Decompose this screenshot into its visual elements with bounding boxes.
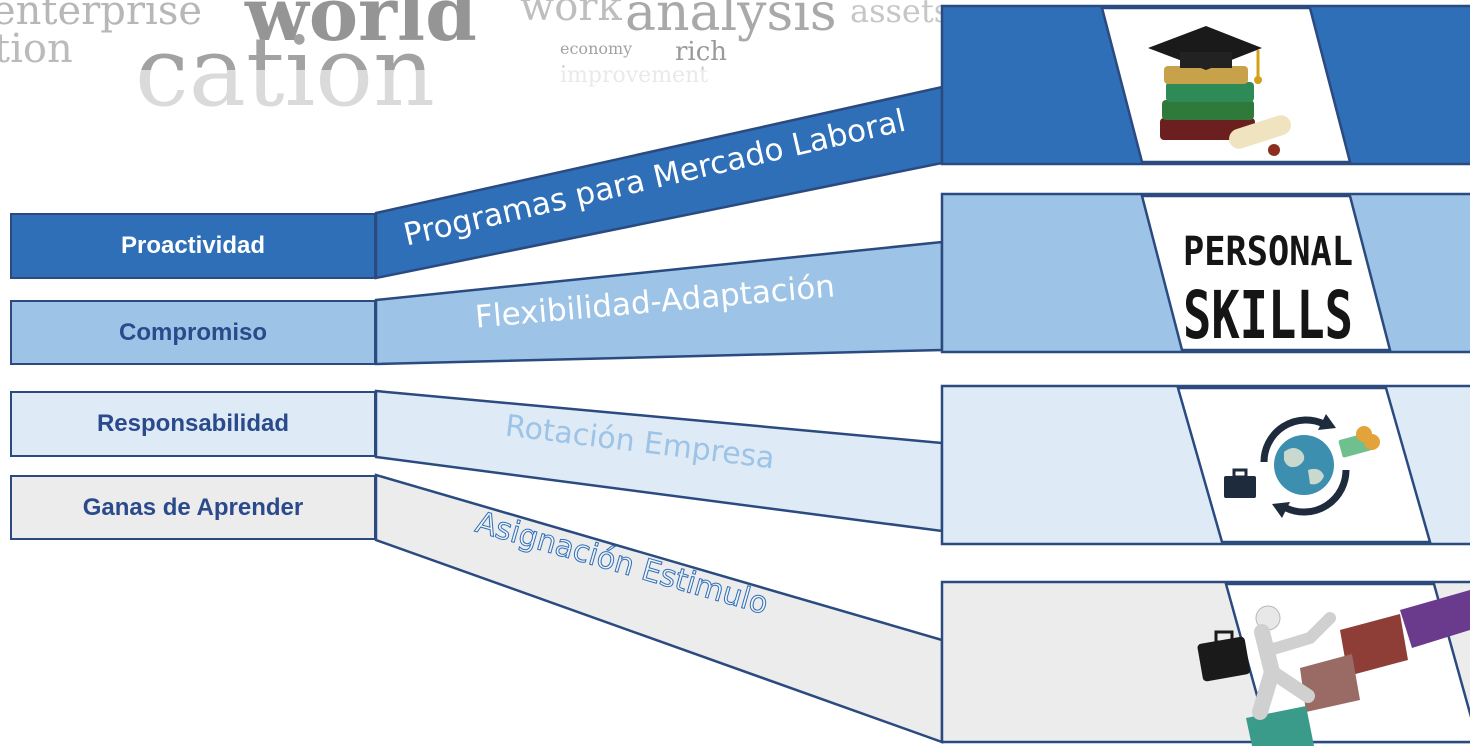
label-proactividad: Proactividad <box>10 213 376 279</box>
word-cloud-word: assets <box>850 0 950 30</box>
word-cloud-word: rich <box>675 37 727 67</box>
label-text: Ganas de Aprender <box>82 493 304 521</box>
word-cloud-background: enterprise world work analysis assets ti… <box>0 0 950 128</box>
label-text: Responsabilidad <box>96 410 290 437</box>
svg-text:PERSONAL: PERSONAL <box>1183 229 1353 275</box>
label-text: Compromiso <box>118 318 267 346</box>
word-cloud-word: work <box>520 0 622 30</box>
label-compromiso: Compromiso <box>10 300 376 365</box>
svg-text:SKILLS: SKILLS <box>1183 277 1353 354</box>
word-cloud-word: tion <box>0 26 73 72</box>
word-cloud-word: analysis <box>625 0 837 43</box>
personal-skills-icon: PERSONAL SKILLS <box>1183 229 1353 354</box>
graduation-cap-books-icon <box>1148 26 1291 156</box>
word-cloud-word: enterprise <box>0 0 202 34</box>
man-climbing-books-icon <box>1197 590 1470 746</box>
globe-rotation-money-icon <box>1224 414 1380 518</box>
label-text: Proactividad <box>120 232 266 259</box>
word-cloud-word: world <box>244 0 477 58</box>
label-responsabilidad: Responsabilidad <box>10 391 376 457</box>
label-ganas-de-aprender: Ganas de Aprender <box>10 475 376 540</box>
word-cloud-word: economy <box>560 39 632 58</box>
